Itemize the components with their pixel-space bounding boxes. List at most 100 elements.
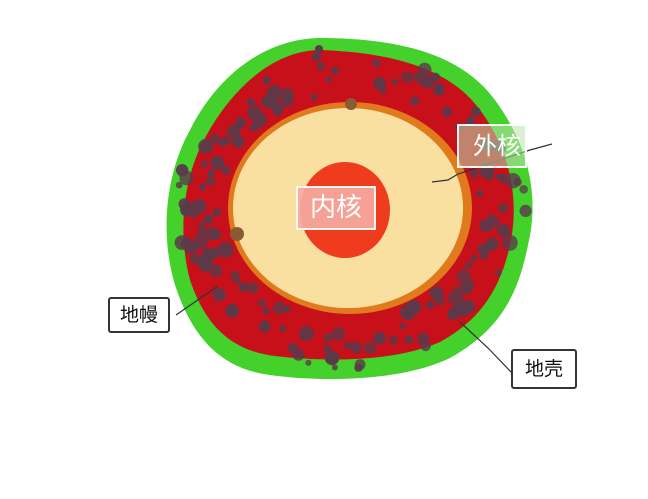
mantle-spot bbox=[373, 331, 386, 345]
mantle-spot bbox=[231, 135, 245, 148]
mantle-spot bbox=[204, 226, 219, 241]
mantle-spot bbox=[399, 323, 407, 330]
mantle-spot bbox=[205, 176, 216, 186]
mantle-spot bbox=[252, 112, 268, 128]
mantle-label: 地幔 bbox=[108, 297, 171, 333]
mantle-spot bbox=[235, 117, 246, 128]
mantle-spot bbox=[257, 299, 267, 308]
mantle-spot bbox=[417, 332, 430, 345]
mantle-spot bbox=[442, 107, 452, 117]
mantle-spot bbox=[310, 93, 318, 101]
mantle-spot bbox=[203, 214, 214, 224]
mantle-spot bbox=[401, 71, 413, 84]
boundary-spot bbox=[315, 45, 323, 53]
mantle-spot bbox=[448, 289, 464, 306]
mantle-spot bbox=[388, 335, 398, 345]
mantle-spot bbox=[198, 221, 205, 228]
mantle-leader-line bbox=[175, 285, 219, 316]
mantle-spot bbox=[476, 189, 484, 197]
boundary-spot bbox=[345, 98, 357, 110]
mantle-spot bbox=[198, 258, 213, 273]
mantle-spot bbox=[191, 199, 207, 214]
mantle-spot bbox=[193, 234, 208, 250]
mantle-spot bbox=[331, 66, 340, 75]
crust-label: 地壳 bbox=[511, 349, 578, 389]
mantle-spot bbox=[197, 226, 208, 237]
mantle-spot bbox=[364, 342, 377, 355]
mantle-spot bbox=[417, 62, 432, 77]
mantle-spot bbox=[464, 261, 473, 270]
mantle-spot bbox=[239, 282, 249, 292]
mantle-spot bbox=[249, 124, 257, 132]
mantle-spot bbox=[497, 224, 511, 237]
mantle-spot bbox=[519, 204, 532, 217]
mantle-spot bbox=[202, 249, 209, 256]
mantle-spot bbox=[331, 364, 338, 371]
mantle-spot bbox=[406, 300, 422, 315]
mantle-spot bbox=[280, 87, 295, 102]
mantle-spot bbox=[429, 286, 444, 300]
mantle-spot bbox=[209, 133, 221, 145]
mantle-spot bbox=[221, 165, 231, 175]
mantle-spot bbox=[465, 116, 476, 126]
mantle-spot bbox=[287, 342, 299, 354]
mantle-spot bbox=[513, 178, 522, 187]
mantle-spot bbox=[207, 169, 215, 177]
mantle-spot bbox=[501, 234, 518, 251]
mantle-spot bbox=[494, 269, 502, 277]
mantle-spot bbox=[230, 270, 241, 281]
mantle-spot bbox=[469, 168, 479, 179]
mantle-spot bbox=[200, 160, 208, 168]
mantle-spot bbox=[323, 333, 333, 343]
mantle-spot bbox=[477, 243, 489, 255]
mantle-spot bbox=[305, 359, 312, 366]
mantle-spot bbox=[271, 100, 284, 113]
mantle-spot bbox=[456, 269, 471, 284]
mantle-spot bbox=[198, 183, 207, 191]
mantle-spot bbox=[447, 308, 460, 320]
mantle-spot bbox=[331, 327, 346, 341]
mantle-spot bbox=[175, 181, 183, 189]
mantle-spot bbox=[247, 282, 259, 294]
mantle-spot bbox=[470, 254, 478, 262]
mantle-spot bbox=[176, 164, 189, 177]
mantle-spot bbox=[209, 264, 223, 278]
mantle-spot bbox=[298, 326, 314, 342]
mantle-spot bbox=[262, 76, 271, 85]
outer-core-leader-line bbox=[431, 143, 553, 183]
mantle-spot bbox=[311, 51, 322, 62]
mantle-spot bbox=[409, 96, 420, 106]
mantle-spot bbox=[326, 76, 333, 83]
mantle-spot bbox=[324, 350, 340, 366]
mantle-spots bbox=[174, 51, 532, 372]
mantle-spot bbox=[273, 301, 286, 315]
mantle-spot bbox=[348, 342, 356, 350]
mantle-spot bbox=[354, 363, 363, 372]
crust-leader-line bbox=[459, 321, 513, 374]
mantle-spot bbox=[184, 244, 195, 255]
mantle-spot bbox=[262, 307, 270, 315]
outer-core-label: 外核 bbox=[457, 124, 527, 168]
mantle-spot bbox=[178, 198, 191, 211]
mantle-spot bbox=[470, 106, 481, 117]
mantle-spot bbox=[391, 78, 399, 86]
mantle-spot bbox=[323, 344, 331, 353]
mantle-spot bbox=[198, 139, 214, 154]
mantle-spot bbox=[373, 77, 387, 90]
mantle-spot bbox=[217, 241, 234, 258]
mantle-spot bbox=[246, 98, 255, 106]
mantle-spot bbox=[279, 325, 287, 333]
mantle-spot bbox=[219, 139, 227, 147]
mantle-spot bbox=[210, 155, 225, 170]
mantle-spot bbox=[234, 278, 241, 285]
mantle-spot bbox=[212, 207, 222, 217]
mantle-spot bbox=[425, 300, 435, 310]
mantle-spot bbox=[258, 320, 271, 333]
mantle-spot bbox=[454, 285, 462, 293]
mantle-spot bbox=[433, 83, 445, 96]
inner-core-label: 内核 bbox=[296, 186, 377, 230]
mantle-spot bbox=[212, 288, 226, 302]
mantle-spot bbox=[497, 202, 509, 214]
